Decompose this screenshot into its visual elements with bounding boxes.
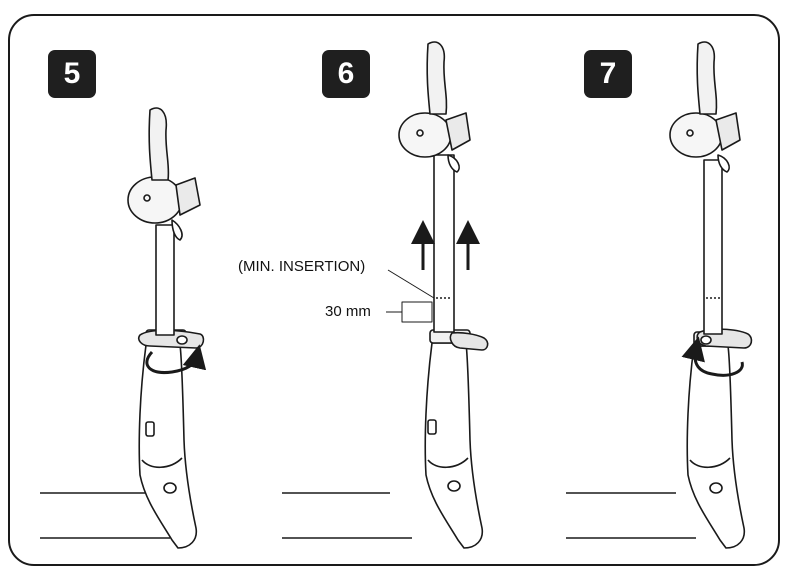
step-6-illustration bbox=[282, 41, 489, 549]
step-5-illustration bbox=[40, 107, 207, 549]
measurement-bracket bbox=[386, 301, 433, 323]
step-7-badge: 7 bbox=[584, 50, 632, 98]
rotate-arrow bbox=[145, 344, 207, 375]
min-insertion-leader bbox=[387, 269, 435, 299]
step-5-badge: 5 bbox=[48, 50, 96, 98]
saddle bbox=[127, 176, 183, 224]
rotate-arrow-reverse bbox=[681, 336, 744, 377]
seat-tube bbox=[138, 344, 198, 549]
step-7-illustration bbox=[566, 41, 753, 549]
instruction-panel bbox=[8, 14, 780, 566]
measurement-label: 30 mm bbox=[325, 303, 371, 320]
saddle-nose bbox=[148, 107, 170, 181]
step-6-badge: 6 bbox=[322, 50, 370, 98]
min-insertion-label: (MIN. INSERTION) bbox=[238, 258, 366, 275]
